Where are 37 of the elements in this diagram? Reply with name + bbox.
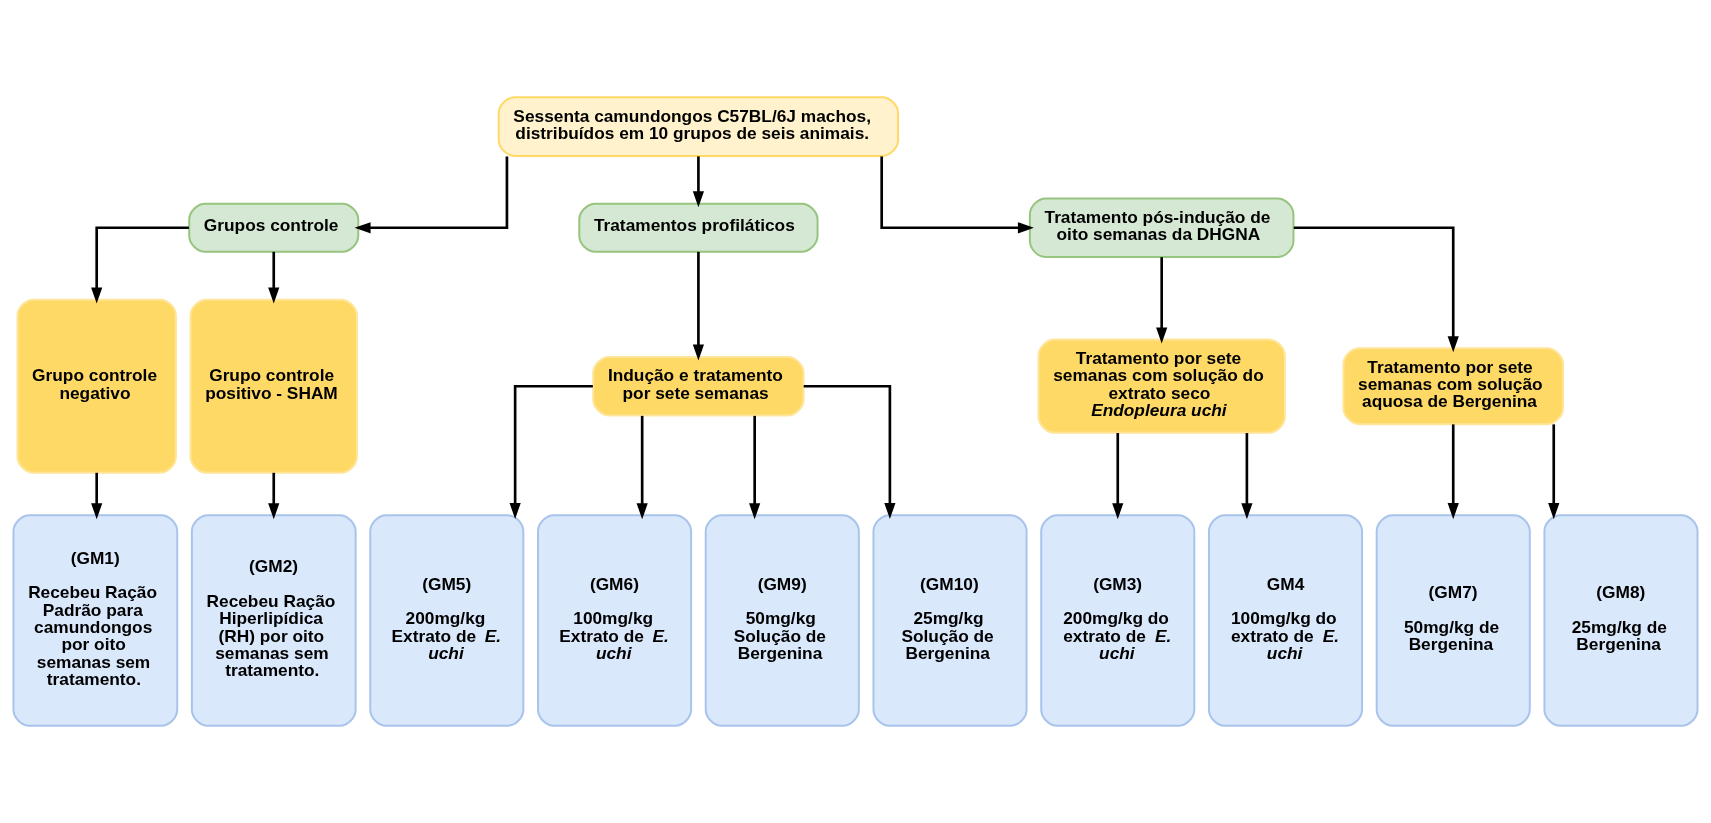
arrow xyxy=(803,384,896,520)
node-box: (GM8) 25mg/kg de Bergenina xyxy=(1543,514,1699,727)
node-box: (GM1) Recebeu Ração Padrão para camundongos por oito semanas sem tratamento. xyxy=(12,514,179,727)
arrow xyxy=(1112,433,1124,520)
node-box: (GM6) 100mg/kg Extrato de E. uchi xyxy=(537,514,693,727)
node-box: Grupo controle positivo - SHAM xyxy=(189,298,358,474)
node-box: (GM9) 50mg/kg Solução de Bergenina xyxy=(704,514,860,727)
node-box: (GM5) 200mg/kg Extrato de E. uchi xyxy=(369,514,525,727)
node-box: Grupos controle xyxy=(188,202,360,253)
arrow xyxy=(268,472,280,520)
arrow xyxy=(1241,433,1253,520)
arrow xyxy=(636,415,648,520)
node-box: GM4 100mg/kg do extrato de E. uchi xyxy=(1207,514,1364,727)
arrow xyxy=(91,226,189,304)
node-box: (GM7) 50mg/kg de Bergenina xyxy=(1375,514,1531,727)
arrow xyxy=(1293,226,1459,353)
arrow xyxy=(692,251,704,361)
node-box: Sessenta camundongos C57BL/6J machos, distribuídos em 10 grupos de seis animais. xyxy=(497,96,900,157)
arrow xyxy=(1447,424,1459,520)
node-box: Indução e tratamento por sete semanas xyxy=(592,355,805,417)
arrow xyxy=(1156,257,1168,344)
arrow xyxy=(509,384,593,520)
arrow xyxy=(268,251,280,304)
arrow xyxy=(354,156,509,234)
node-box: Tratamentos profiláticos xyxy=(578,202,819,253)
arrow xyxy=(91,472,103,520)
arrow xyxy=(880,156,1034,234)
node-box: Tratamento por sete semanas com solução aquosa de Bergenina xyxy=(1342,347,1565,426)
node-box: Tratamento pós-indução de oito semanas da DHGNA xyxy=(1028,197,1295,259)
node-box: (GM3) 200mg/kg do extrato de E. uchi xyxy=(1040,514,1196,727)
node-box: Grupo controle negativo xyxy=(16,298,177,474)
node-box: (GM10) 25mg/kg Solução de Bergenina xyxy=(872,514,1028,727)
arrow xyxy=(692,156,704,208)
arrow xyxy=(749,415,761,520)
arrow xyxy=(1548,424,1560,520)
node-box: Tratamento por sete semanas com solução do extrato seco Endopleura uchi xyxy=(1037,338,1286,434)
node-box: (GM2) Recebeu Ração Hiperlipídica (RH) por oito semanas sem tratamento. xyxy=(190,514,357,727)
